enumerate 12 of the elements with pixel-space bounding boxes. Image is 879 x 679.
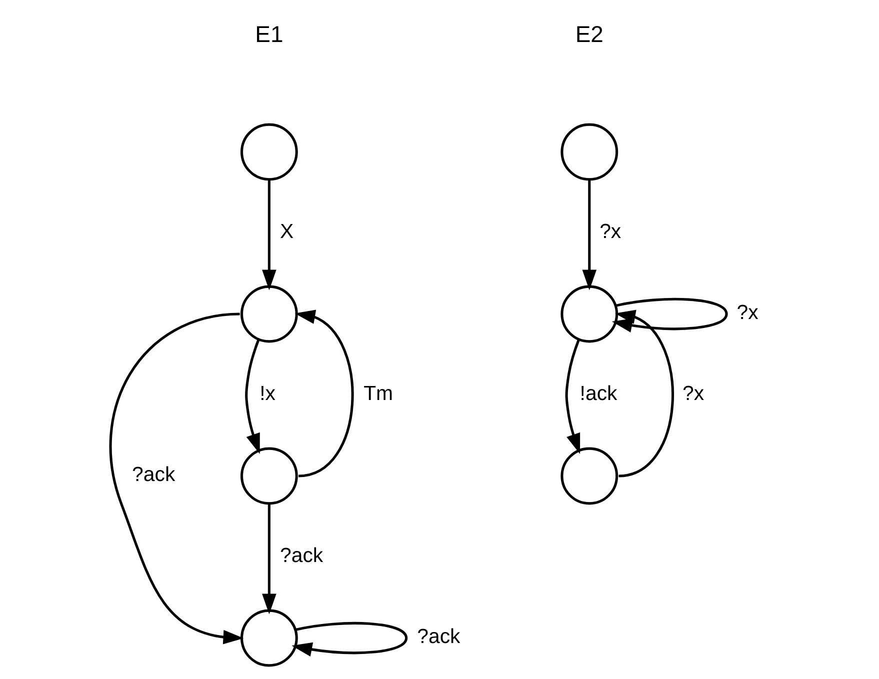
edge-label: X <box>280 220 294 243</box>
edge-label: Tm <box>363 382 393 405</box>
edge-label: ?ack <box>416 626 460 648</box>
edge-label: ?x <box>736 302 758 324</box>
edge-label: ?x <box>599 220 621 243</box>
edge-label: !ack <box>579 382 617 405</box>
label: E2 <box>574 21 603 48</box>
edge-label: !x <box>259 382 275 405</box>
label: E1 <box>254 21 283 48</box>
edge-label: ?ack <box>132 464 175 486</box>
edge-label: ?x <box>682 382 704 405</box>
edge-label: ?ack <box>280 544 323 567</box>
